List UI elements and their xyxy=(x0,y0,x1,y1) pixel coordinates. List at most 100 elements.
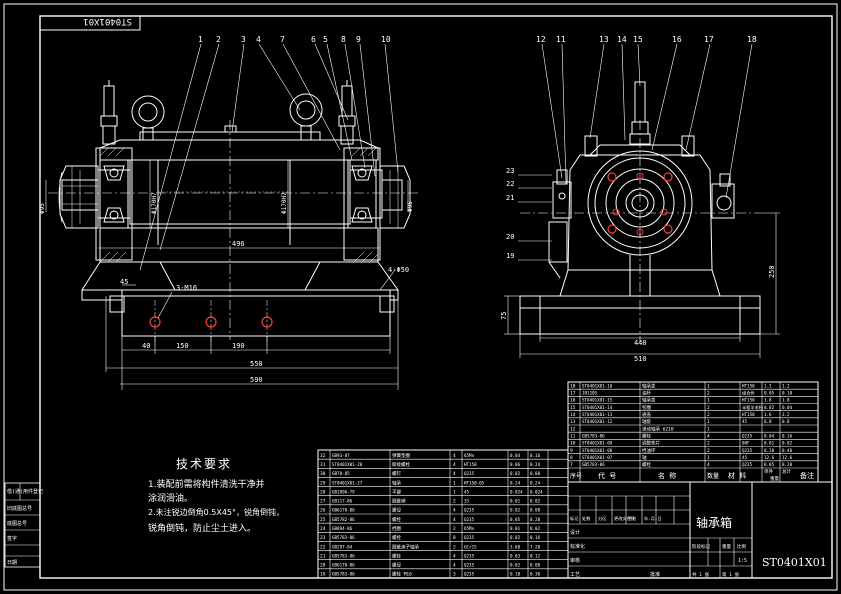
bom-weight-1: 0.8 xyxy=(764,419,772,424)
bom-weight-1: 3.60 xyxy=(510,544,521,549)
bom-weight-1: 0.06 xyxy=(510,462,521,467)
bom-weight-2: 0.02 xyxy=(530,499,541,504)
balloon-8: 8 xyxy=(341,35,346,44)
dim-pitch-2: 150 xyxy=(176,342,189,350)
bom-seq: 22 xyxy=(320,544,326,550)
bom-name: 螺栓 xyxy=(392,552,401,559)
title-approve: 批准 xyxy=(650,571,660,578)
bom-name: 轴套 xyxy=(642,418,651,425)
bom-material: Q235 xyxy=(464,471,475,476)
bom-seq: 17 xyxy=(570,391,576,397)
tech-req-line-4: 锐角倒钝，防止尘土进入。 xyxy=(148,524,257,534)
balloon-2: 2 xyxy=(216,35,221,44)
balloon-9: 9 xyxy=(356,35,361,44)
bom-code: GB5783-86 xyxy=(332,553,355,558)
bom-code: GB894-86 xyxy=(332,526,353,531)
bom-qty: 1 xyxy=(453,489,456,495)
bom-name: 调整垫片 xyxy=(642,440,660,447)
title-row-label: 年.月.日 xyxy=(644,515,662,522)
dim-side-height-1: 250 xyxy=(768,265,776,278)
strip-label-5: 日期 xyxy=(7,560,17,566)
bom-code: ST0401X01-07 xyxy=(582,455,613,460)
bom-weight-1: 0.05 xyxy=(510,517,521,522)
bom-name: 螺栓 xyxy=(392,516,401,523)
bom-weight-2: 1.2 xyxy=(782,383,790,388)
bom-weight-2: 0.02 xyxy=(782,441,793,446)
title-stage: 阶段标记 xyxy=(692,543,710,550)
side-balloon-19: 19 xyxy=(506,252,514,260)
bom-qty: 1 xyxy=(707,426,710,432)
side-balloon-20: 20 xyxy=(506,233,514,241)
side-bolt-holes xyxy=(607,172,673,236)
bom-name: 螺母 xyxy=(392,562,401,569)
bom-code: GB5783-86 xyxy=(582,434,605,439)
bom-weight-2: 0.16 xyxy=(530,535,541,540)
title-scale-value: 1:5 xyxy=(738,558,747,564)
bom-name: 油杯 xyxy=(642,390,651,397)
bom-seq: 31 xyxy=(320,462,326,468)
bom-seq: 8 xyxy=(570,455,573,461)
bom-header-unit: 单件 xyxy=(764,468,773,475)
bolt-hole xyxy=(607,172,617,182)
bom-material: 半粗羊毛毡 xyxy=(742,404,764,411)
front-leaders xyxy=(139,43,399,271)
balloon-7: 7 xyxy=(280,35,285,44)
bom-seq: 24 xyxy=(320,526,326,532)
bom-weight-1: 1.8 xyxy=(764,398,772,403)
side-balloon-23: 23 xyxy=(506,167,514,175)
bom-code: ST0401X01-13 xyxy=(582,412,613,417)
bom-weight-1: 0.01 xyxy=(510,526,521,531)
bom-code: ST0401X01-09 xyxy=(582,441,613,446)
bom-name: 螺栓 xyxy=(642,461,651,468)
bom-weight-2: 7.20 xyxy=(530,544,541,549)
bom-code: GB6170-86 xyxy=(332,563,355,568)
bom-qty: 4 xyxy=(707,462,710,468)
bom-qty: 8 xyxy=(453,535,456,541)
assembly-name: 轴承箱 xyxy=(696,516,733,530)
bom-weight-1: 0.02 xyxy=(764,405,775,410)
bom-code: ST0401X01-27 xyxy=(332,480,363,485)
bom-code: GB5782-86 xyxy=(332,517,355,522)
bom-header-code: 代 号 xyxy=(598,471,616,480)
bolt-hole xyxy=(612,208,620,216)
bom-weight-2: 0.08 xyxy=(530,563,541,568)
bom-weight-1: 0.04 xyxy=(510,453,521,458)
bom-material: 45 xyxy=(742,419,748,424)
bom-name: 毡圈 xyxy=(642,404,651,411)
balloon-10: 10 xyxy=(381,35,391,44)
bom-weight-2: 0.40 xyxy=(782,448,793,453)
bom-weight-1: 0.24 xyxy=(510,480,521,485)
bolt-hole xyxy=(261,316,273,328)
bom-qty: 4 xyxy=(453,553,456,559)
bom-header-seq: 序号 xyxy=(570,472,582,480)
bom-code: ST0401X01-15 xyxy=(582,398,613,403)
bom-header-weight: 重量 xyxy=(770,475,779,482)
bom-seq: 28 xyxy=(320,489,326,495)
bom-code: GB93-87 xyxy=(332,453,350,458)
bom-code: GB70-85 xyxy=(332,471,350,476)
title-row-label: 标记 xyxy=(570,515,579,522)
bom-weight-2: 0.16 xyxy=(530,453,541,458)
dim-bolt-label: 3-M16 xyxy=(176,284,197,292)
bom-name: 轴 xyxy=(642,454,647,461)
bom-name: 轴承盖 xyxy=(642,397,656,404)
bom-qty: 4 xyxy=(453,453,456,459)
bom-weight-2: 0.20 xyxy=(782,462,793,467)
bom-seq: 26 xyxy=(320,508,326,514)
bom-code: ST0401X01-12 xyxy=(582,419,613,424)
bom-code: ST0401X01-08 xyxy=(582,448,613,453)
bom-qty: 4 xyxy=(453,517,456,523)
bom-material: 35 xyxy=(464,499,470,504)
bom-qty: 2 xyxy=(453,544,456,550)
bom-seq: 13 xyxy=(570,419,576,425)
tech-req-line-3: 2.未注锐边倒角0.5X45°，锐角倒钝， xyxy=(148,508,285,517)
bom-weight-2: 0.10 xyxy=(782,391,793,396)
bom-material: 45 xyxy=(742,455,748,460)
bom-qty: 2 xyxy=(707,448,710,454)
bom-weight-2: 0.8 xyxy=(782,419,790,424)
bom-header-material: 材 料 xyxy=(728,471,746,480)
bom-seq: 20 xyxy=(320,563,326,569)
